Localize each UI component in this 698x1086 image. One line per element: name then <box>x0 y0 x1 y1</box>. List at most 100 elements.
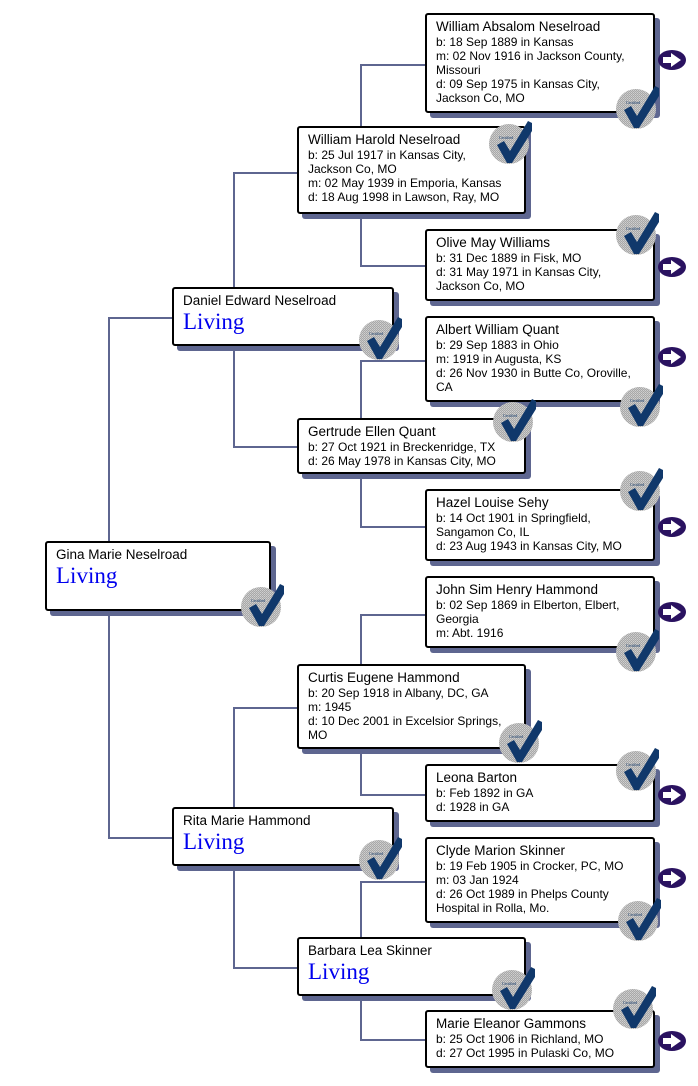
birth-detail: b: 29 Sep 1883 in Ohio <box>436 338 559 352</box>
person-box-william-harold[interactable]: William Harold Neselroad b: 25 Jul 1917 … <box>297 126 526 214</box>
certified-check-icon: Certified <box>616 629 659 672</box>
birth-detail-cont: Sangamon Co, IL <box>436 525 530 539</box>
birth-detail: b: 18 Sep 1889 in Kansas <box>436 35 574 49</box>
svg-text:Certified: Certified <box>502 981 516 986</box>
next-generation-arrow-icon[interactable] <box>657 1030 687 1052</box>
person-name: William Absalom Neselroad <box>436 19 601 34</box>
person-name: Daniel Edward Neselroad <box>183 293 337 308</box>
connector-gertrude-albert <box>360 360 425 418</box>
person-box-john[interactable]: John Sim Henry Hammond b: 02 Sep 1869 in… <box>425 576 655 648</box>
marriage-detail: m: Abt. 1916 <box>436 626 504 640</box>
certified-check-icon: Certified <box>618 898 661 941</box>
svg-text:Certified: Certified <box>626 100 640 105</box>
death-detail: d: 26 May 1978 in Kansas City, MO <box>308 454 496 468</box>
connector-rita-barbara <box>233 867 297 969</box>
certified-check-icon: Certified <box>241 584 284 627</box>
person-box-william-absalom[interactable]: William Absalom Neselroad b: 18 Sep 1889… <box>425 13 655 113</box>
person-name: Clyde Marion Skinner <box>436 843 566 858</box>
svg-text:Certified: Certified <box>369 331 383 336</box>
marriage-detail: m: 02 May 1939 in Emporia, Kansas <box>308 176 502 190</box>
living-status: Living <box>183 829 245 854</box>
svg-text:Certified: Certified <box>369 851 383 856</box>
connector-gina-rita <box>108 612 172 839</box>
connector-gina-daniel <box>108 317 172 541</box>
certified-check-icon: Certified <box>616 212 659 255</box>
death-detail: d: 27 Oct 1995 in Pulaski Co, MO <box>436 1046 615 1060</box>
living-status: Living <box>308 959 370 984</box>
birth-detail: b: 19 Feb 1905 in Crocker, PC, MO <box>436 859 624 873</box>
next-generation-arrow-icon[interactable] <box>657 867 687 889</box>
marriage-detail: m: 03 Jan 1924 <box>436 873 519 887</box>
person-box-olive[interactable]: Olive May Williams b: 31 Dec 1889 in Fis… <box>425 229 655 301</box>
person-box-clyde[interactable]: Clyde Marion Skinner b: 19 Feb 1905 in C… <box>425 837 655 923</box>
svg-text:Certified: Certified <box>623 1000 637 1005</box>
person-box-gina[interactable]: Gina Marie Neselroad Living <box>45 541 271 611</box>
person-name: Leona Barton <box>436 770 518 785</box>
certified-check-icon: Certified <box>359 837 402 880</box>
next-generation-arrow-icon[interactable] <box>657 516 687 538</box>
death-detail: d: 1928 in GA <box>436 800 510 814</box>
person-box-daniel[interactable]: Daniel Edward Neselroad Living <box>172 287 394 346</box>
person-box-gertrude[interactable]: Gertrude Ellen Quant b: 27 Oct 1921 in B… <box>297 418 526 474</box>
death-detail: d: 26 Oct 1989 in Phelps County <box>436 887 609 901</box>
birth-detail: b: 02 Sep 1869 in Elberton, Elbert, <box>436 598 620 612</box>
person-box-hazel[interactable]: Hazel Louise Sehy b: 14 Oct 1901 in Spri… <box>425 489 655 561</box>
person-name: Barbara Lea Skinner <box>308 943 432 958</box>
connector-barbara-marie <box>360 997 425 1041</box>
death-detail-cont: Hospital in Rolla, Mo. <box>436 901 550 915</box>
next-generation-arrow-icon[interactable] <box>657 49 687 71</box>
connector-barbara-clyde <box>360 881 425 937</box>
svg-text:Certified: Certified <box>626 762 640 767</box>
person-box-curtis[interactable]: Curtis Eugene Hammond b: 20 Sep 1918 in … <box>297 664 526 749</box>
birth-detail: b: 31 Dec 1889 in Fisk, MO <box>436 251 582 265</box>
certified-check-icon: Certified <box>620 384 663 427</box>
connector-gertrude-hazel <box>360 475 425 528</box>
connector-wh-william-absalom <box>360 64 425 126</box>
birth-detail: b: 27 Oct 1921 in Breckenridge, TX <box>308 440 496 454</box>
svg-text:Certified: Certified <box>626 226 640 231</box>
death-detail: d: 23 Aug 1943 in Kansas City, MO <box>436 539 622 553</box>
connector-daniel-gertrude <box>233 347 297 448</box>
svg-text:Certified: Certified <box>509 734 523 739</box>
connector-curtis-john <box>360 614 425 664</box>
death-detail-cont: CA <box>436 380 453 394</box>
svg-text:Certified: Certified <box>626 643 640 648</box>
person-name: John Sim Henry Hammond <box>436 582 599 597</box>
death-detail: d: 09 Sep 1975 in Kansas City, <box>436 77 600 91</box>
marriage-detail: m: 1919 in Augusta, KS <box>436 352 562 366</box>
next-generation-arrow-icon[interactable] <box>657 784 687 806</box>
death-detail: d: 26 Nov 1930 in Butte Co, Oroville, <box>436 366 631 380</box>
certified-check-icon: Certified <box>359 317 402 360</box>
connector-rita-curtis <box>233 707 297 807</box>
living-status: Living <box>183 309 245 334</box>
living-status: Living <box>56 563 118 588</box>
person-name: Gina Marie Neselroad <box>56 547 188 562</box>
death-detail-cont: Jackson Co, MO <box>436 91 525 105</box>
person-box-albert[interactable]: Albert William Quant b: 29 Sep 1883 in O… <box>425 316 655 402</box>
next-generation-arrow-icon[interactable] <box>657 256 687 278</box>
person-box-barbara[interactable]: Barbara Lea Skinner Living <box>297 937 526 996</box>
birth-detail: b: 25 Oct 1906 in Richland, MO <box>436 1032 604 1046</box>
certified-check-icon: Certified <box>613 986 656 1029</box>
person-name: Albert William Quant <box>436 322 560 337</box>
next-generation-arrow-icon[interactable] <box>657 346 687 368</box>
person-name: William Harold Neselroad <box>308 132 461 147</box>
certified-check-icon: Certified <box>616 748 659 791</box>
person-box-rita[interactable]: Rita Marie Hammond Living <box>172 807 394 866</box>
person-name: Curtis Eugene Hammond <box>308 670 460 685</box>
person-box-leona[interactable]: Leona Barton b: Feb 1892 in GA d: 1928 i… <box>425 764 655 822</box>
person-name: Olive May Williams <box>436 235 551 250</box>
svg-text:Certified: Certified <box>628 912 642 917</box>
svg-text:Certified: Certified <box>499 135 513 140</box>
death-detail-cont: MO <box>308 728 328 742</box>
connector-curtis-leona <box>360 750 425 796</box>
certified-check-icon: Certified <box>489 121 532 164</box>
next-generation-arrow-icon[interactable] <box>657 601 687 623</box>
birth-detail: b: 14 Oct 1901 in Springfield, <box>436 511 591 525</box>
death-detail: d: 18 Aug 1998 in Lawson, Ray, MO <box>308 190 500 204</box>
certified-check-icon: Certified <box>616 86 659 129</box>
connector-daniel-william-harold <box>233 172 297 287</box>
death-detail: d: 31 May 1971 in Kansas City, <box>436 265 602 279</box>
svg-text:Certified: Certified <box>630 398 644 403</box>
